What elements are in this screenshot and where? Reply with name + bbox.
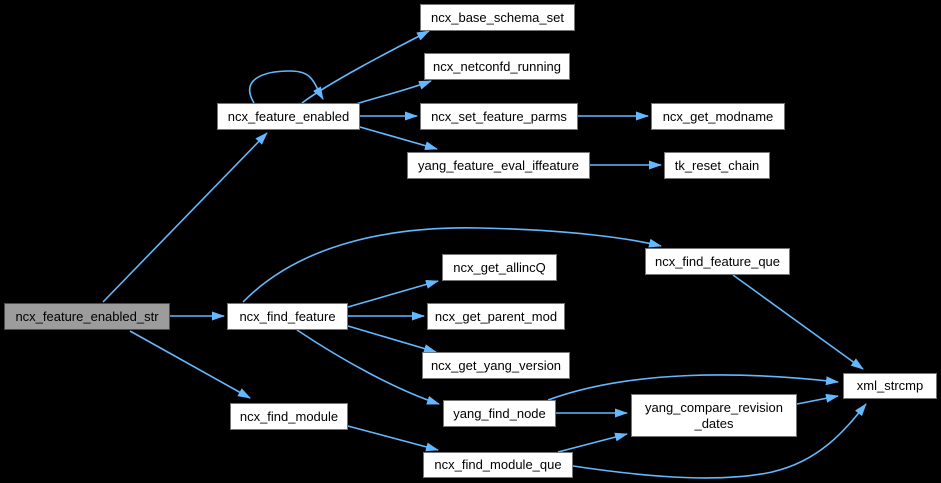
node-yang-compare-revision-dates[interactable]: yang_compare_revision _dates [631,394,797,437]
edge-feature-enabled-to-eval-iffeature [359,126,438,151]
edge-str-to-find-module [129,330,251,399]
node-ncx-find-feature-que[interactable]: ncx_find_feature_que [645,248,790,275]
node-ncx-get-modname[interactable]: ncx_get_modname [651,103,785,130]
edge-feature-enabled-to-base-schema-set [301,30,430,104]
edge-find-module-que-to-xml-strcmp [572,403,867,479]
edge-find-feature-to-get-yang-version [347,325,437,353]
node-tk-reset-chain[interactable]: tk_reset_chain [664,152,770,179]
node-ncx-get-allincq[interactable]: ncx_get_allincQ [442,254,557,281]
edge-find-feature-to-yang-find-node [296,329,440,405]
node-ncx-set-feature-parms[interactable]: ncx_set_feature_parms [420,103,578,130]
edge-find-feature-to-find-feature-que [242,227,662,303]
edge-compare-revision-to-xml-strcmp [796,393,839,405]
edge-feature-enabled-self-loop [248,70,324,104]
edge-str-to-feature-enabled [102,132,268,303]
node-yang-feature-eval-iffeature[interactable]: yang_feature_eval_iffeature [407,152,590,179]
node-ncx-get-yang-version[interactable]: ncx_get_yang_version [422,352,570,379]
edge-find-feature-que-to-xml-strcmp [732,274,864,370]
edge-find-module-to-find-module-que [343,424,439,452]
node-ncx-base-schema-set[interactable]: ncx_base_schema_set [420,4,575,31]
edge-feature-enabled-to-netconfd-running [355,80,432,105]
edge-yang-find-node-to-xml-strcmp [547,374,839,401]
node-ncx-netconfd-running[interactable]: ncx_netconfd_running [424,53,570,80]
node-ncx-get-parent-mod[interactable]: ncx_get_parent_mod [427,303,565,330]
node-ncx-feature-enabled[interactable]: ncx_feature_enabled [217,103,360,130]
node-yang-find-node[interactable]: yang_find_node [443,400,556,427]
node-ncx-feature-enabled-str: ncx_feature_enabled_str [4,303,170,330]
edge-find-module-que-to-compare-revision [557,432,628,453]
edge-find-feature-to-get-allincq [347,280,439,308]
node-ncx-find-feature[interactable]: ncx_find_feature [227,303,348,330]
node-ncx-find-module-que[interactable]: ncx_find_module_que [423,452,573,478]
node-xml-strcmp[interactable]: xml_strcmp [843,373,937,399]
node-ncx-find-module[interactable]: ncx_find_module [230,403,348,430]
